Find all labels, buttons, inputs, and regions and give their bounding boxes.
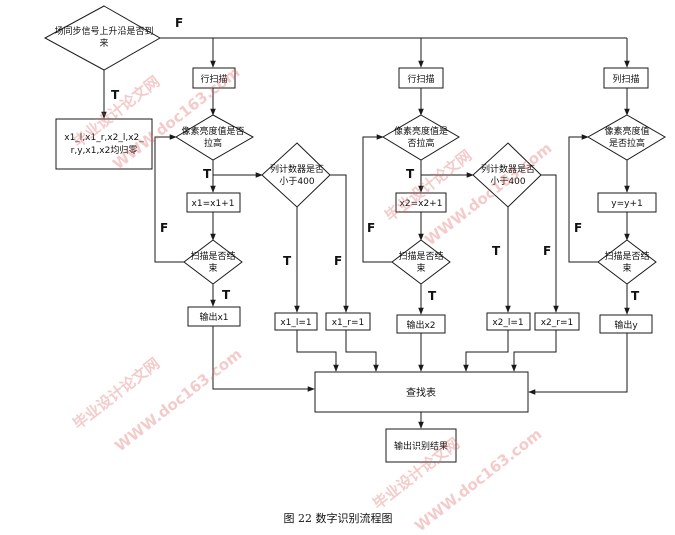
watermark-url-1: WWW.doc163.com (109, 63, 243, 173)
flow-lines (101, 37, 630, 429)
lookup-table-box: 查找表 (314, 371, 529, 413)
out-x1-label: 输出x1 (199, 311, 228, 323)
flow-end1-loop (154, 134, 184, 263)
start-decision: 场同步信号上升沿是否到 来 (43, 5, 162, 71)
counter-decision-1-line-2: 小于400 (279, 176, 314, 187)
reset-box-line-2: r,y,x1,x2均归零 (71, 144, 138, 156)
label-true-counter-2: T (492, 244, 501, 258)
label-false-counter-1: F (334, 254, 342, 268)
out-y-label: 输出y (614, 319, 638, 331)
label-false-end-1: F (160, 221, 168, 235)
label-true-end-1: T (222, 288, 231, 302)
out-x2-box: 输出x2 (396, 314, 446, 334)
flow-end2-loop (362, 134, 392, 263)
row-scan-2-label: 行扫描 (407, 73, 434, 85)
bright-decision-2-line-1: 像素亮度值是 (394, 125, 448, 137)
x1-l-box: x1_l=1 (274, 312, 318, 331)
flow-x2r-lookup (511, 330, 557, 372)
end-decision-3: 扫描是否结 束 (597, 239, 657, 285)
start-decision-line-2: 来 (99, 38, 108, 49)
label-true-end-2: T (428, 289, 437, 303)
bright-decision-1: 像素亮度值是否 拉高 (175, 114, 255, 161)
flow-end3-loop (568, 134, 598, 263)
out-x2-label: 输出x2 (406, 319, 435, 331)
watermark-url-3: WWW.doc163.com (111, 345, 245, 455)
flow-outy-lookup (528, 333, 628, 395)
out-x1-box: 输出x1 (187, 306, 241, 327)
x1-r-box: x1_r=1 (325, 312, 371, 331)
label-true-start: T (111, 88, 120, 102)
col-scan-label: 列扫描 (612, 73, 639, 85)
counter-decision-1: 列计数器是否 小于400 (261, 142, 331, 208)
end-decision-3-line-2: 束 (622, 263, 631, 274)
flow-x1r-lookup (345, 330, 379, 372)
reset-box-line-1: x1_l,x1_r,x2_l,x2_ (64, 133, 144, 143)
counter-decision-1-line-1: 列计数器是否 (270, 163, 324, 175)
row-scan-2: 行扫描 (398, 67, 444, 89)
label-true-bright-1: T (203, 167, 212, 181)
label-false-end-2: F (367, 221, 375, 235)
bright-decision-3-line-1: 像素亮度值 (604, 125, 649, 137)
inc-y-label: y=y+1 (611, 199, 642, 209)
row-scan-1-label: 行扫描 (200, 73, 227, 85)
x1-l-label: x1_l=1 (280, 318, 311, 328)
end-decision-2-line-1: 扫描是否结 (398, 250, 443, 262)
out-y-box: 输出y (599, 314, 653, 334)
inc-x2-label: x2=x2+1 (400, 199, 443, 209)
figure-caption: 图 22 数字识别流程图 (284, 511, 393, 525)
end-decision-3-line-1: 扫描是否结 (604, 250, 649, 262)
label-true-end-3: T (631, 289, 640, 303)
inc-x1-box: x1=x1+1 (186, 192, 241, 213)
end-decision-1-line-1: 扫描是否结 (190, 250, 235, 262)
label-true-counter-1: T (283, 254, 292, 268)
end-decision-1-line-2: 束 (208, 263, 217, 274)
row-scan-1: 行扫描 (192, 67, 236, 89)
start-decision-line-1: 场同步信号上升沿是否到 (54, 25, 153, 37)
flow-out1-lookup (212, 326, 315, 392)
counter-decision-2-line-1: 列计数器是否 (481, 163, 535, 175)
x2-l-box: x2_l=1 (486, 312, 531, 331)
lookup-table-label: 查找表 (406, 386, 436, 399)
branch-labels: F T T F T T F T F T T F F T (111, 16, 640, 303)
watermarks: 毕业设计论文网 WWW.doc163.com 毕业设计论文网 WWW.doc16… (69, 63, 555, 535)
col-scan: 列扫描 (603, 67, 649, 89)
bright-decision-3-line-2: 是否拉高 (609, 137, 645, 149)
bright-decision-1-line-1: 像素亮度值是否 (181, 125, 244, 137)
inc-x1-label: x1=x1+1 (192, 199, 235, 209)
inc-y-box: y=y+1 (597, 192, 657, 213)
result-label: 输出识别结果 (394, 440, 448, 452)
x2-l-label: x2_l=1 (492, 318, 523, 328)
counter-decision-2-line-2: 小于400 (490, 176, 525, 187)
label-false-end-3: F (574, 221, 582, 235)
end-decision-1: 扫描是否结 束 (183, 239, 243, 285)
x2-r-box: x2_r=1 (534, 312, 580, 331)
flow-counter2-xr (541, 174, 559, 313)
x2-r-label: x2_r=1 (541, 318, 574, 328)
flow-x1l-lookup (296, 330, 339, 372)
label-false-counter-2: F (543, 244, 551, 258)
flow-x2l-lookup (463, 330, 509, 372)
reset-box: x1_l,x1_r,x2_l,x2_ r,y,x1,x2均归零 (55, 118, 153, 170)
flow-counter1-xr (330, 174, 349, 313)
x1-r-label: x1_r=1 (332, 318, 365, 328)
bright-decision-1-line-2: 拉高 (204, 137, 222, 149)
label-true-bright-2: T (406, 167, 415, 181)
label-false-start: F (175, 16, 183, 30)
bright-decision-2-line-2: 否拉高 (407, 137, 434, 149)
counter-decision-2: 列计数器是否 小于400 (472, 142, 542, 208)
bright-decision-2: 像素亮度值是 否拉高 (382, 114, 460, 161)
result-box: 输出识别结果 (385, 428, 457, 463)
end-decision-2: 扫描是否结 束 (391, 239, 451, 285)
inc-x2-box: x2=x2+1 (395, 192, 447, 213)
end-decision-2-line-2: 束 (416, 263, 425, 274)
bright-decision-3: 像素亮度值 是否拉高 (586, 114, 666, 161)
